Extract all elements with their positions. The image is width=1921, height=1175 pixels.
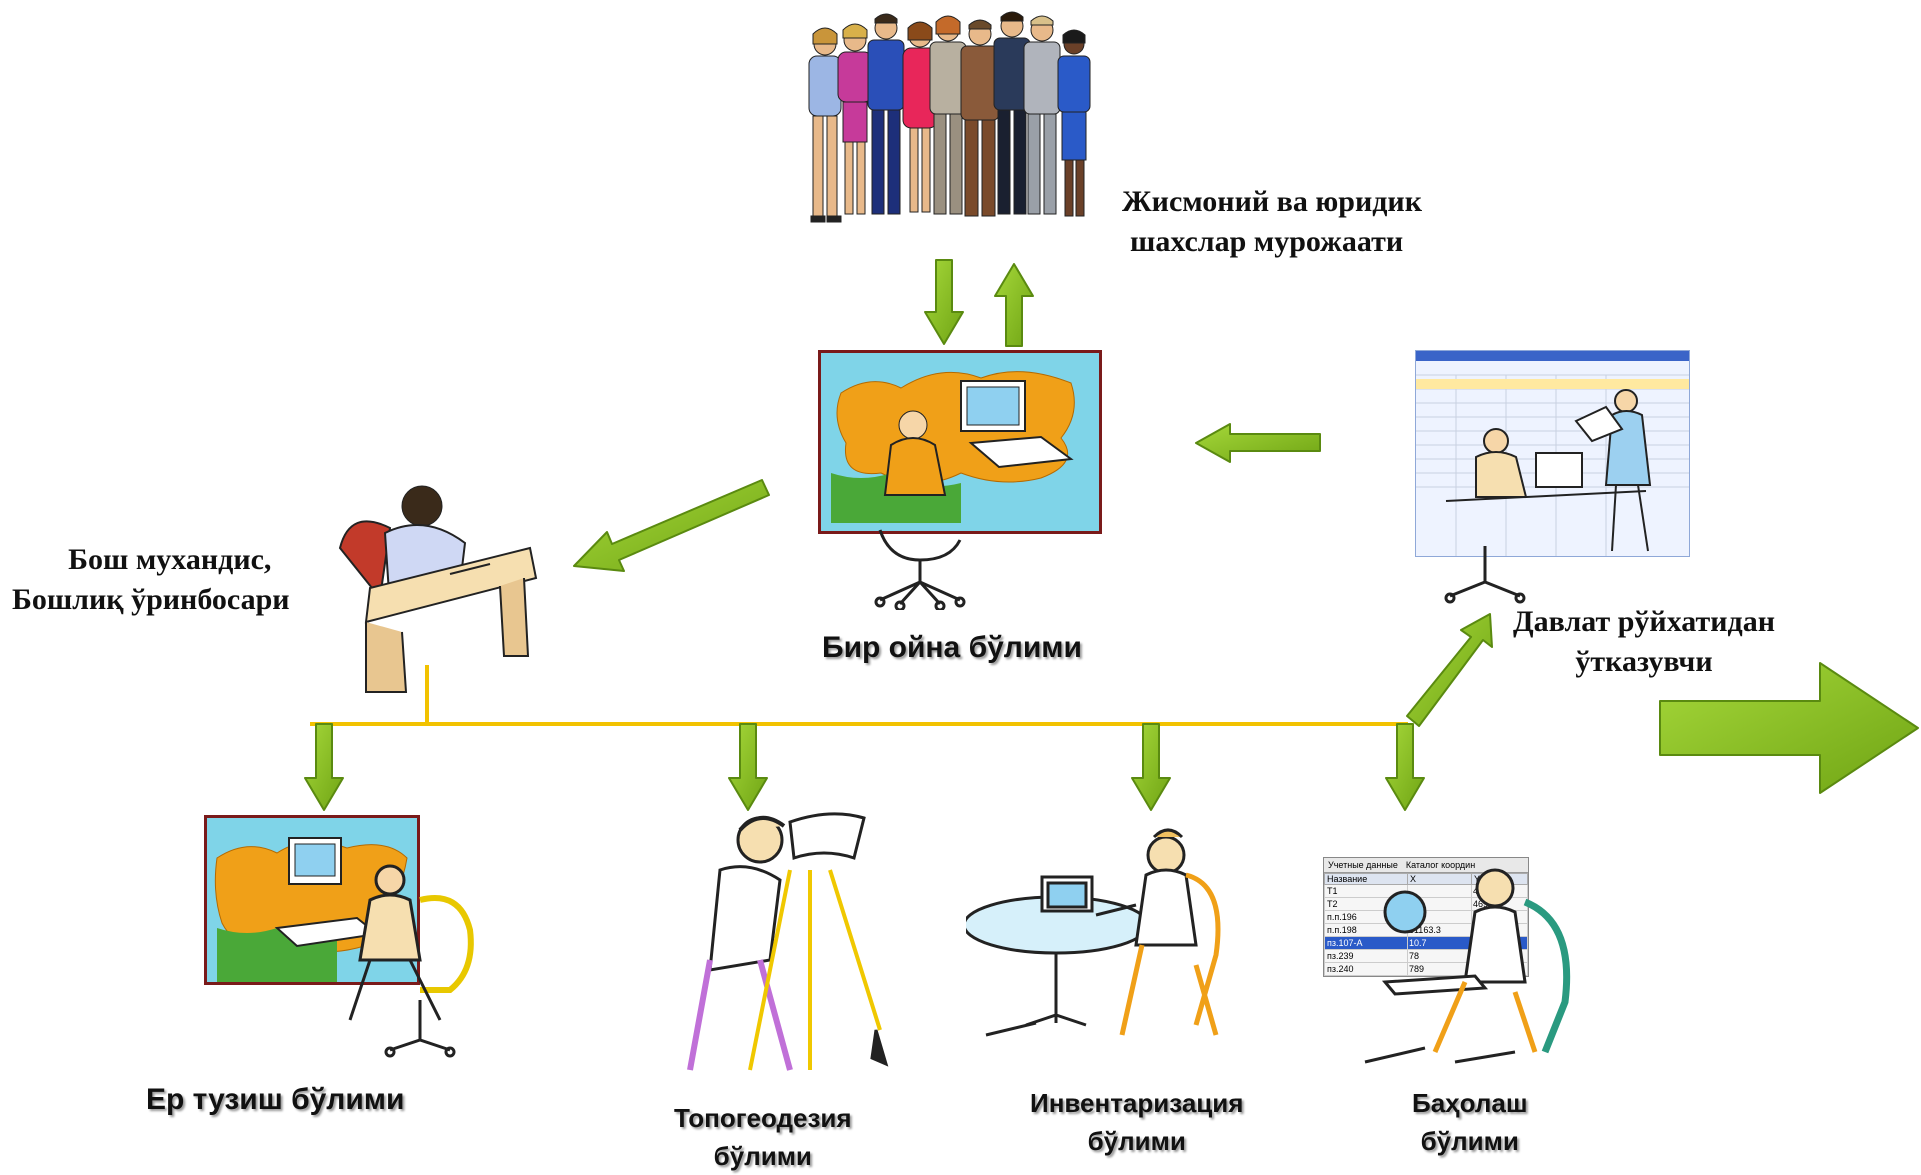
office-chair-icon [874, 529, 966, 610]
chief-engineer-illustration [338, 485, 538, 693]
chief-engineer-label: Бош мухандис, Бошлиқ ўринбосари [12, 540, 290, 620]
label-line: Давлат рўйхатидан [1513, 605, 1776, 638]
person-figure [867, 13, 905, 215]
person-figure [993, 11, 1031, 215]
label-line: бўлими [1420, 1126, 1519, 1156]
person-figure [837, 23, 873, 215]
label-line: Топогеодезия [674, 1103, 852, 1133]
arrow-down-topo [728, 723, 768, 811]
registrar-screen-illustration [1415, 350, 1690, 557]
label-line: Баҳолаш [1412, 1088, 1528, 1118]
label-line: шахслар мурожаати [1130, 225, 1404, 258]
land-operator-icon [348, 864, 474, 1058]
window-titlebar [1416, 351, 1689, 361]
person-figure [929, 15, 967, 215]
person-figure [1023, 15, 1061, 215]
label-line: Жисмоний ва юридик [1122, 185, 1422, 218]
label-line: ўтказувчи [1575, 645, 1713, 678]
arrow-down-land [304, 723, 344, 811]
person-figure [808, 27, 842, 223]
arrow-down-to-window [924, 259, 964, 345]
one-window-label: Бир ойна бўлими [822, 631, 1082, 664]
person-figure [960, 19, 1000, 217]
one-window-illustration [818, 350, 1102, 534]
label-line: Бош мухандис, [68, 543, 272, 576]
surveyor-illustration [687, 812, 889, 1071]
arrow-down-inventory [1131, 723, 1171, 811]
arrow-down-valuation [1385, 723, 1425, 811]
arrow-up-from-window [994, 263, 1034, 347]
land-management-label: Ер тузиш бўлими [146, 1083, 405, 1116]
inventory-label: Инвентаризация бўлими [1030, 1084, 1243, 1160]
inventory-illustration [966, 828, 1221, 1037]
screen-tab: Каталог координ [1405, 860, 1476, 870]
topogeodesy-label: Топогеодезия бўлими [674, 1099, 852, 1175]
screen-tab: Учетные данные [1328, 860, 1398, 870]
label-line: Бошлиқ ўринбосари [12, 583, 290, 616]
map-icon [831, 371, 1075, 523]
arrow-to-chief [573, 479, 770, 572]
output-arrow [1659, 662, 1919, 794]
screen-tabs: Учетные данные Каталог координ [1324, 858, 1528, 873]
arrow-left-to-window [1195, 423, 1321, 463]
label-line: бўлими [1087, 1126, 1186, 1156]
arrow-to-registrar [1406, 613, 1493, 727]
map-icon [214, 837, 408, 982]
registrar-label: Давлат рўйхатидан ўтказувчи [1513, 602, 1775, 682]
label-line: Инвентаризация [1030, 1088, 1244, 1118]
valuation-label: Баҳолаш бўлими [1412, 1084, 1528, 1160]
registrar-chair-icon [1444, 546, 1526, 604]
connector-bus [310, 665, 1408, 726]
person-figure [1057, 29, 1091, 217]
citizens-crowd-illustration [808, 11, 1091, 223]
spreadsheet-window [1416, 374, 1689, 556]
valuation-operator-icon [1364, 868, 1571, 1064]
label-line: бўлими [713, 1141, 812, 1171]
citizens-label: Жисмоний ва юридик шахслар мурожаати [1122, 182, 1422, 262]
